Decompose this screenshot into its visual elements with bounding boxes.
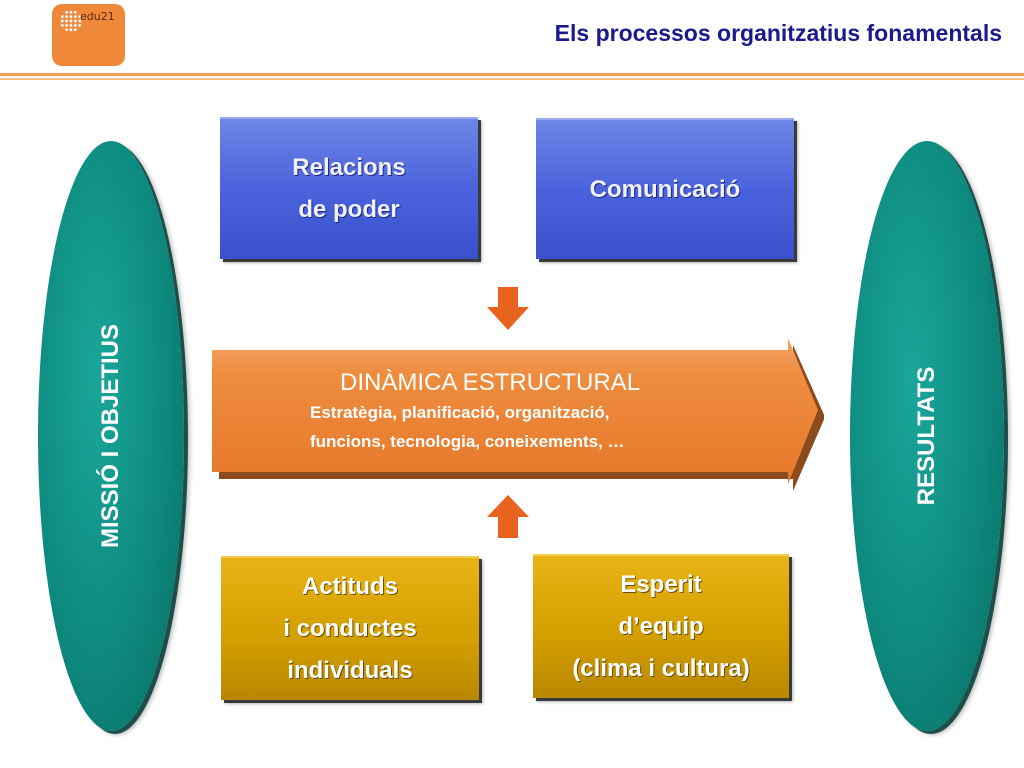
team-spirit-line-2: d’equip (618, 613, 704, 640)
attitudes-line-2: i conductes (283, 615, 417, 642)
attitudes-box: Actituds i conductes individuals (221, 556, 479, 700)
results-oval: RESULTATS (850, 141, 1004, 731)
structural-dynamics-line-1: Estratègia, planificació, organització, (310, 403, 610, 422)
communication-box: Comunicació (536, 118, 794, 259)
logo-mark-icon (60, 10, 82, 32)
structural-dynamics-title: DINÀMICA ESTRUCTURAL (340, 369, 641, 396)
structural-dynamics-banner: DINÀMICA ESTRUCTURAL Estratègia, planifi… (212, 338, 824, 493)
team-spirit-line-3: (clima i cultura) (572, 655, 750, 682)
edu21-logo: edu21 (52, 4, 125, 66)
arrow-up-icon (487, 495, 529, 538)
power-relations-line-2: de poder (298, 196, 400, 223)
power-relations-box: Relacions de poder (220, 117, 478, 259)
page-title: Els processos organitzatius fonamentals (554, 20, 1002, 46)
communication-label: Comunicació (589, 175, 741, 203)
banner-arrow-shape (212, 338, 824, 491)
header-divider (0, 73, 1024, 76)
results-label: RESULTATS (913, 366, 940, 506)
attitudes-line-3: individuals (287, 657, 413, 684)
attitudes-line-1: Actituds (302, 573, 398, 600)
logo-text: edu21 (80, 10, 115, 23)
mission-objectives-label: MISSIÓ I OBJETIUS (97, 323, 124, 549)
arrow-down-icon (487, 287, 529, 330)
team-spirit-box: Esperit d’equip (clima i cultura) (533, 554, 789, 698)
structural-dynamics-line-2: funcions, tecnologia, coneixements, … (310, 432, 625, 451)
header-divider-secondary (0, 78, 1024, 80)
power-relations-line-1: Relacions (292, 154, 406, 181)
mission-objectives-oval: MISSIÓ I OBJETIUS (38, 141, 184, 731)
team-spirit-line-1: Esperit (620, 571, 702, 598)
